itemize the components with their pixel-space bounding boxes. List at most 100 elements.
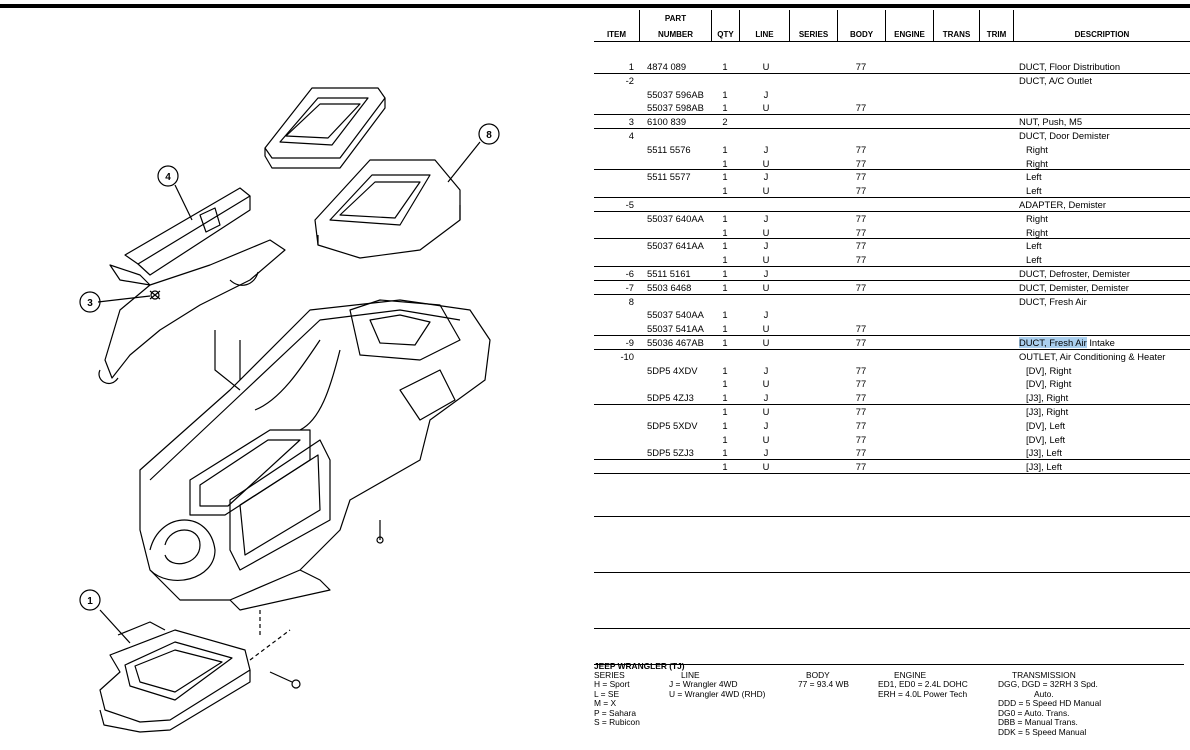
screw-illustration xyxy=(269,671,301,689)
row-line: J xyxy=(763,364,769,376)
row-part-number: 5DP5 4XDV xyxy=(647,364,698,376)
legend-trans-entry: DG0 = Auto. Trans. xyxy=(998,707,1070,718)
legend-series-entry: P = Sahara xyxy=(594,707,636,718)
row-qty: 1 xyxy=(722,281,728,293)
row-separator xyxy=(594,210,1190,212)
row-qty: 1 xyxy=(722,240,728,252)
row-description: Left xyxy=(1026,171,1042,183)
row-item: -6 xyxy=(625,268,634,279)
row-body: 77 xyxy=(855,171,867,183)
row-line: J xyxy=(763,392,769,404)
row-separator xyxy=(594,72,1190,74)
row-description: DUCT, Demister, Demister xyxy=(1019,281,1129,293)
row-item: 3 xyxy=(628,116,634,128)
row-description: NUT, Push, M5 xyxy=(1019,116,1083,128)
legend-series-entry: M = X xyxy=(594,698,617,709)
row-body: 77 xyxy=(855,406,867,417)
row-description: [J3], Left xyxy=(1026,447,1062,459)
row-description: Right xyxy=(1026,212,1048,224)
row-line: U xyxy=(762,433,770,445)
legend-trans-entry: DBB = Manual Trans. xyxy=(998,717,1078,728)
row-line: U xyxy=(762,102,770,114)
callout-4-label: 4 xyxy=(165,172,171,183)
row-qty: 1 xyxy=(722,447,728,459)
row-body: 77 xyxy=(855,226,867,238)
legend-rule xyxy=(594,664,1184,665)
row-part-number: 55037 596AB xyxy=(647,88,704,100)
row-line: J xyxy=(763,240,769,252)
row-description: Left xyxy=(1026,254,1042,266)
header-trim: TRIM xyxy=(980,10,1014,42)
row-description: [DV], Left xyxy=(1026,433,1066,445)
row-part-number: 55037 640AA xyxy=(647,212,704,224)
row-body: 77 xyxy=(855,323,867,335)
row-separator xyxy=(594,404,1190,405)
legend-trans-title: TRANSMISSION xyxy=(1012,670,1076,680)
row-line: J xyxy=(763,309,769,321)
row-part-number: 5DP5 4ZJ3 xyxy=(647,392,694,404)
callout-1-circle xyxy=(79,589,101,611)
row-part-number: 5511 5161 xyxy=(647,268,691,279)
row-description: DUCT, Door Demister xyxy=(1019,130,1110,141)
row-description: DUCT, A/C Outlet xyxy=(1019,74,1092,86)
row-part-number: 5DP5 5ZJ3 xyxy=(647,447,694,459)
row-separator xyxy=(594,279,1190,281)
row-separator xyxy=(594,473,1190,474)
row-description: ADAPTER, Demister xyxy=(1019,199,1106,210)
row-separator xyxy=(594,293,1190,295)
row-line: U xyxy=(762,61,770,72)
legend-trans-entry: DGG, DGD = 32RH 3 Spd. xyxy=(998,679,1098,689)
row-description: DUCT, Fresh Air Intake xyxy=(1019,337,1115,348)
row-separator xyxy=(594,114,1190,116)
row-part-number: 55037 540AA xyxy=(647,309,704,321)
row-item: -7 xyxy=(625,281,634,293)
row-separator xyxy=(594,169,1190,171)
row-description: Right xyxy=(1026,143,1048,155)
row-body: 77 xyxy=(855,143,867,155)
row-part-number: 55037 641AA xyxy=(647,240,704,252)
legend-line-entry: U = Wrangler 4WD (RHD) xyxy=(669,688,766,699)
row-body: 77 xyxy=(855,419,867,431)
door-demister-duct-illustration xyxy=(109,187,251,286)
callout-1-label: 1 xyxy=(87,596,93,607)
row-separator xyxy=(594,128,1190,129)
row-line: U xyxy=(762,337,770,348)
row-item: -9 xyxy=(625,337,634,348)
push-nut-illustration xyxy=(149,290,161,300)
row-body: 77 xyxy=(855,102,867,114)
row-line: U xyxy=(762,461,770,473)
row-body: 77 xyxy=(855,364,867,376)
row-description: [DV], Left xyxy=(1026,419,1066,431)
row-line: U xyxy=(762,254,770,266)
row-body: 77 xyxy=(855,240,867,252)
row-qty: 1 xyxy=(722,392,728,404)
row-body: 77 xyxy=(855,212,867,224)
row-body: 77 xyxy=(855,185,867,197)
selected-text: DUCT, Fresh Air xyxy=(1019,337,1087,348)
row-body: 77 xyxy=(855,378,867,390)
row-qty: 2 xyxy=(722,116,728,128)
row-qty: 1 xyxy=(722,61,728,72)
row-line: U xyxy=(762,157,770,169)
row-description: DUCT, Fresh Air xyxy=(1019,295,1087,307)
row-line: J xyxy=(763,447,769,459)
blank-rule xyxy=(594,628,1190,629)
row-body: 77 xyxy=(855,447,867,459)
header-engine: ENGINE xyxy=(886,10,934,42)
row-description: [J3], Right xyxy=(1026,392,1069,404)
callout-4-circle xyxy=(157,165,179,187)
row-qty: 1 xyxy=(722,185,728,197)
defroster-duct-illustration xyxy=(98,239,286,384)
row-qty: 1 xyxy=(722,88,728,100)
legend-series-entry: S = Rubicon xyxy=(594,717,640,728)
row-separator xyxy=(594,459,1190,461)
legend-engine-entry: ED1, ED0 = 2.4L DOHC xyxy=(878,679,968,689)
row-item: -2 xyxy=(625,74,634,86)
legend-line-title: LINE xyxy=(681,670,700,680)
legend-trans-entry: DDK = 5 Speed Manual xyxy=(998,727,1087,737)
row-line: U xyxy=(762,406,770,417)
row-line: U xyxy=(762,323,770,335)
row-qty: 1 xyxy=(722,143,728,155)
